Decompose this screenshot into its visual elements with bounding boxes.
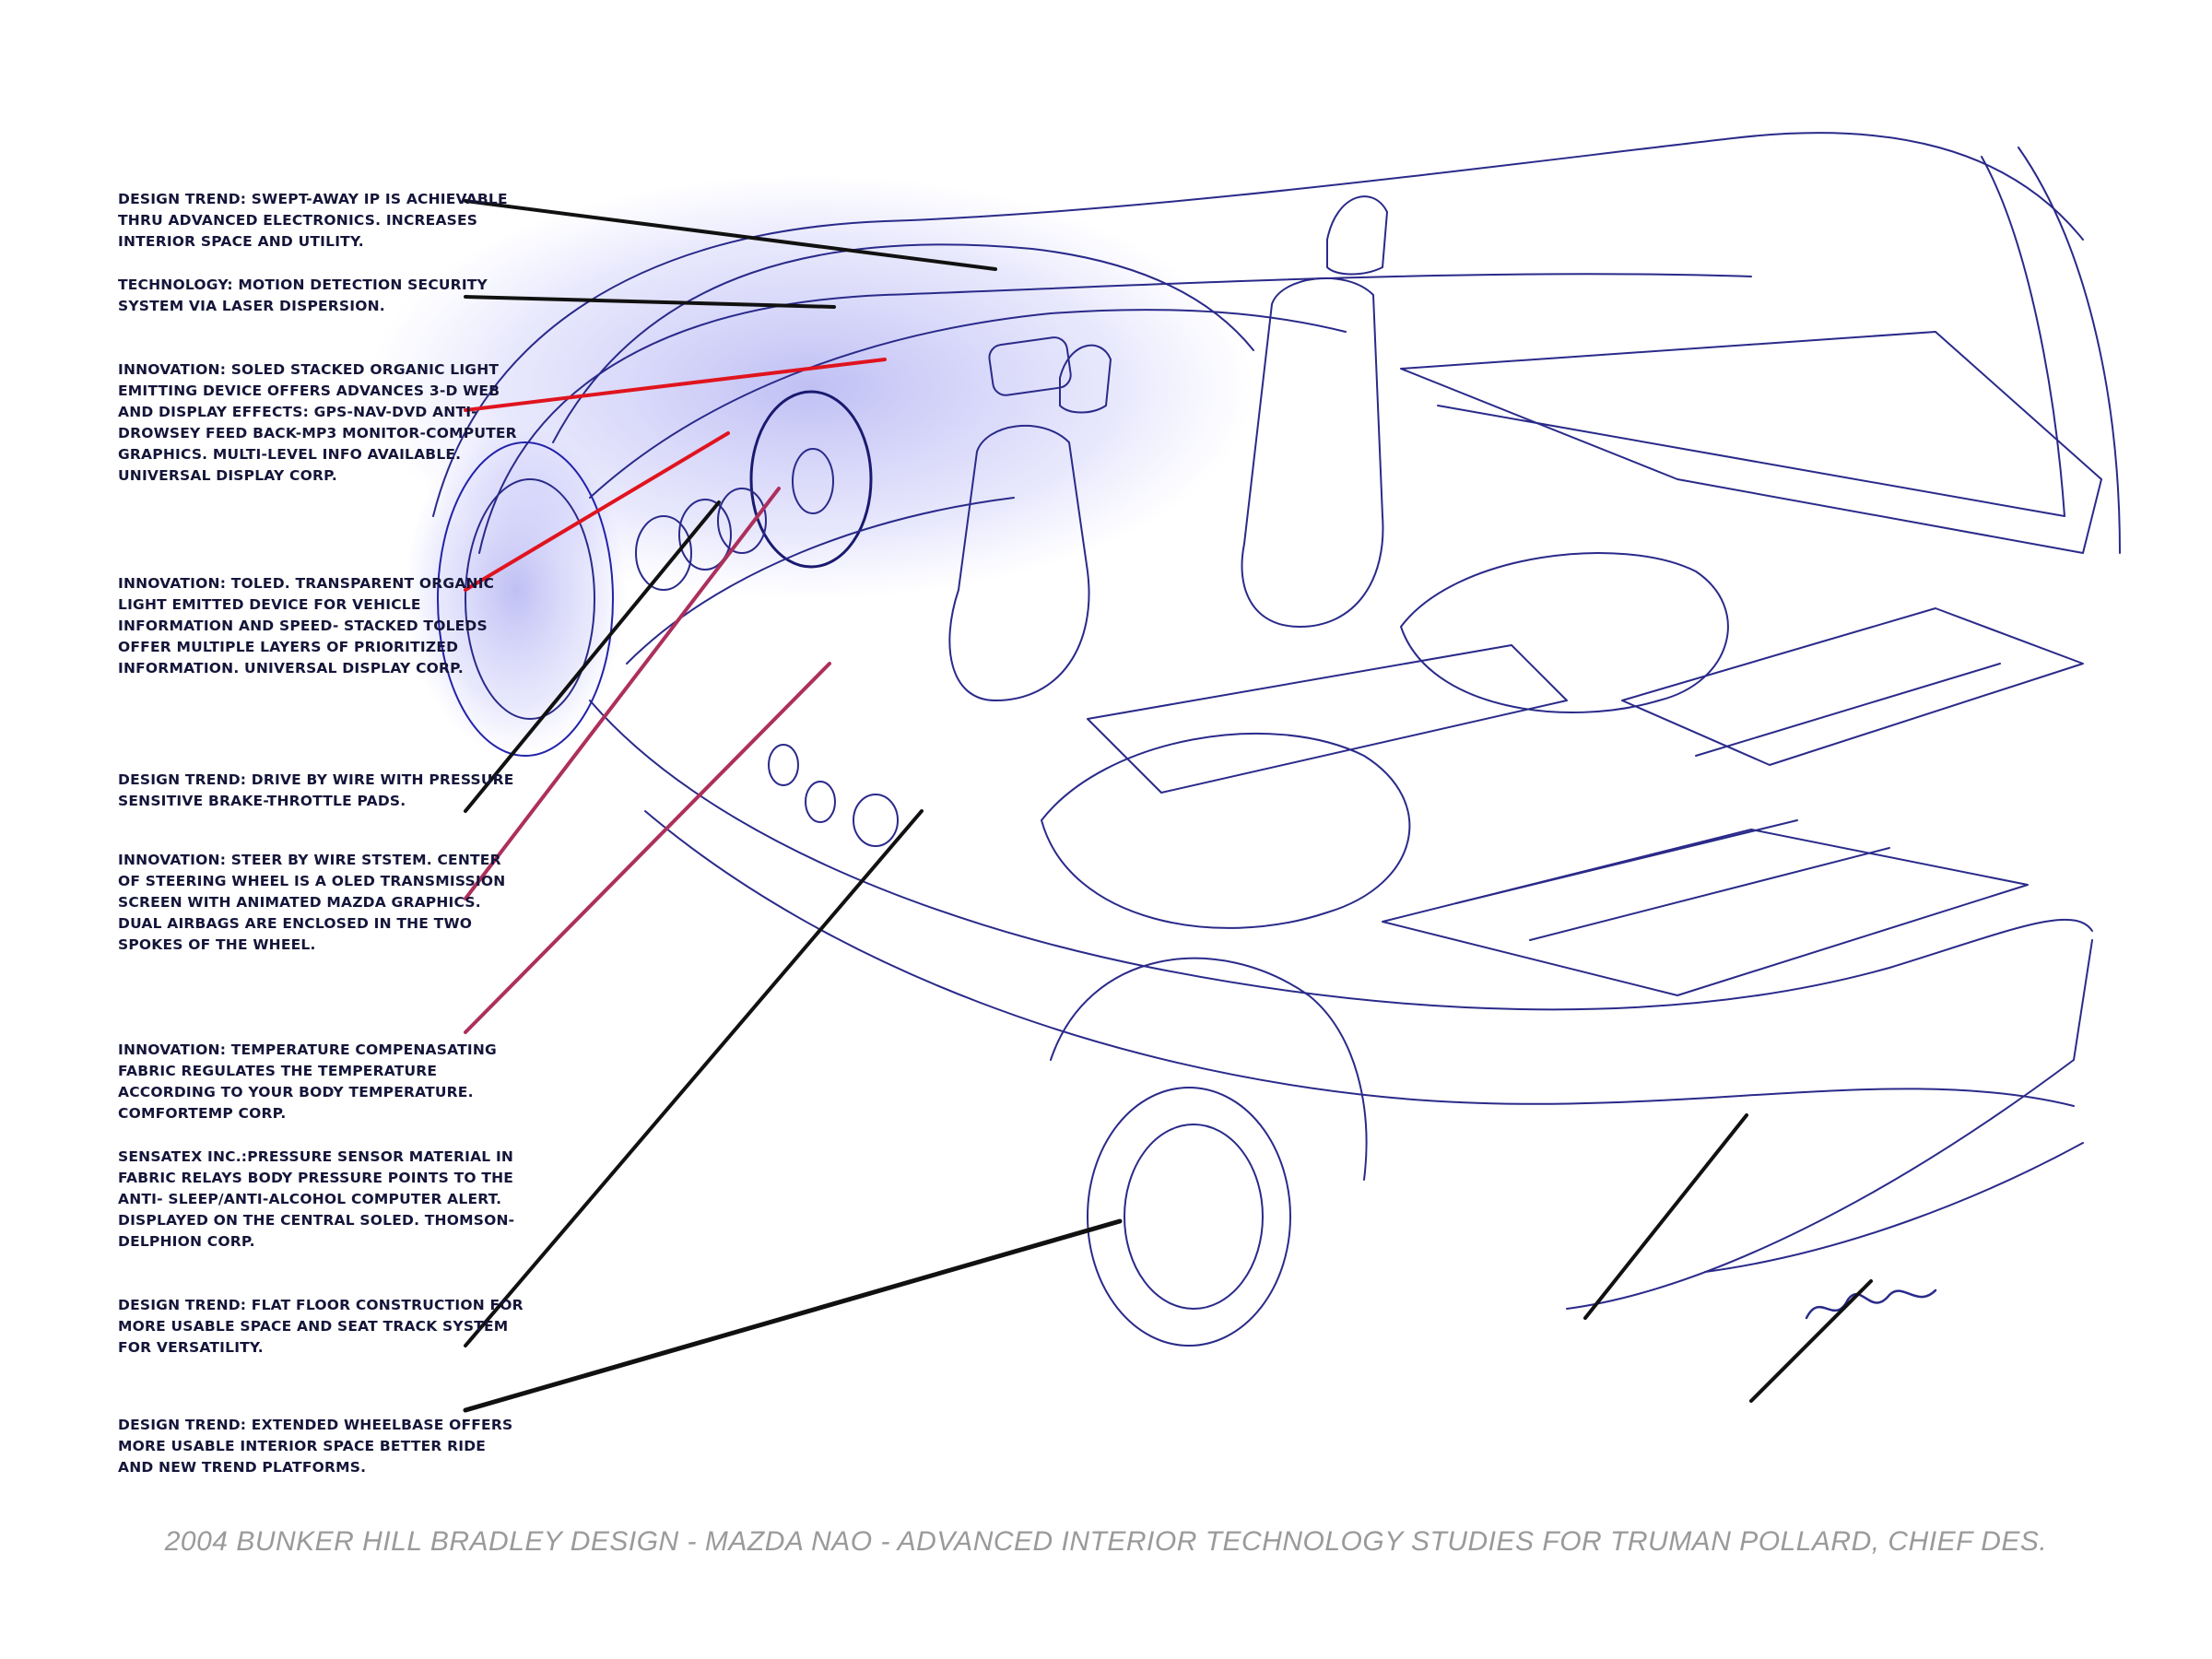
credit-caption: 2004 BUNKER HILL BRADLEY DESIGN - MAZDA … bbox=[164, 1526, 2048, 1557]
passenger-seat bbox=[1241, 276, 1384, 628]
body-outline bbox=[432, 132, 2084, 517]
leader-motion-detection bbox=[464, 295, 836, 309]
leader-toled bbox=[464, 431, 730, 592]
driver-headrest bbox=[1059, 344, 1112, 414]
annotation-text: TECHNOLOGY: MOTION DETECTION SECURITY SY… bbox=[118, 276, 488, 314]
leader-steer-by-wire bbox=[464, 487, 781, 900]
leader-extended-wheelbase bbox=[1583, 1113, 1748, 1320]
annotation-text: INNOVATION: STEER BY WIRE STSTEM. CENTER… bbox=[118, 852, 506, 953]
annotation-temperature-fabric: INNOVATION: TEMPERATURE COMPENASATING FA… bbox=[118, 1040, 524, 1124]
annotation-toled: INNOVATION: TOLED. TRANSPARENT ORGANIC L… bbox=[118, 573, 524, 679]
body-outline-inner bbox=[478, 273, 1752, 554]
steering-hub bbox=[792, 448, 834, 514]
gauge-right bbox=[717, 488, 767, 554]
pedal-3 bbox=[853, 794, 899, 847]
annotation-pressure-sensor: SENSATEX INC.:PRESSURE SENSOR MATERIAL I… bbox=[118, 1147, 524, 1253]
rear-quarter bbox=[1566, 939, 2093, 1310]
gauge-left bbox=[635, 515, 692, 591]
gauge-mid bbox=[678, 499, 732, 571]
rear-bumper bbox=[1704, 1142, 2084, 1273]
annotation-text: INNOVATION: SOLED STACKED ORGANIC LIGHT … bbox=[118, 361, 517, 484]
center-console bbox=[1087, 644, 1568, 794]
annotation-steer-by-wire: INNOVATION: STEER BY WIRE STSTEM. CENTER… bbox=[118, 850, 524, 956]
leader-temperature-fabric bbox=[464, 662, 831, 1034]
leader-pressure-sensor bbox=[464, 809, 924, 1347]
flat-floor bbox=[1382, 829, 2029, 996]
rearview-mirror bbox=[988, 336, 1072, 396]
annotation-extended-wheelbase: DESIGN TREND: EXTENDED WHEELBASE OFFERS … bbox=[118, 1415, 524, 1478]
driver-seat bbox=[948, 424, 1090, 701]
windshield-arc bbox=[552, 243, 1254, 443]
rear-wheel-inner bbox=[1124, 1124, 1264, 1310]
annotation-text: INNOVATION: TOLED. TRANSPARENT ORGANIC L… bbox=[118, 575, 495, 677]
passenger-headrest bbox=[1326, 195, 1388, 276]
annotation-text: DESIGN TREND: DRIVE BY WIRE WITH PRESSUR… bbox=[118, 771, 514, 809]
door-panel bbox=[1400, 331, 2102, 554]
lower-body-line bbox=[644, 810, 2075, 1107]
annotation-flat-floor: DESIGN TREND: FLAT FLOOR CONSTRUCTION FO… bbox=[118, 1295, 524, 1359]
annotation-text: DESIGN TREND: SWEPT-AWAY IP IS ACHIEVABL… bbox=[118, 191, 508, 250]
artist-signature bbox=[1805, 1288, 1937, 1320]
floor-rib-3 bbox=[1695, 663, 2001, 757]
rear-floor bbox=[1621, 607, 2084, 766]
annotation-text: INNOVATION: TEMPERATURE COMPENASATING FA… bbox=[118, 1041, 497, 1122]
pillar-edge bbox=[2018, 147, 2121, 554]
floor-rib-2 bbox=[1529, 847, 1890, 941]
leader-extended-wheelbase-2 bbox=[1749, 1279, 1873, 1403]
door-trim bbox=[1437, 405, 2065, 517]
floor-rib-1 bbox=[1455, 819, 1798, 904]
rear-fender bbox=[1050, 957, 1368, 1181]
annotation-drive-by-wire: DESIGN TREND: DRIVE BY WIRE WITH PRESSUR… bbox=[118, 770, 524, 812]
driver-cushion bbox=[1041, 732, 1411, 929]
annotation-swept-away-ip: DESIGN TREND: SWEPT-AWAY IP IS ACHIEVABL… bbox=[118, 189, 524, 253]
pedal-1 bbox=[768, 744, 799, 786]
pedal-2 bbox=[805, 781, 836, 823]
passenger-cushion bbox=[1400, 552, 1729, 713]
annotation-text: DESIGN TREND: FLAT FLOOR CONSTRUCTION FO… bbox=[118, 1297, 524, 1356]
front-wheel-inner bbox=[465, 478, 595, 720]
annotation-motion-detection: TECHNOLOGY: MOTION DETECTION SECURITY SY… bbox=[118, 275, 524, 317]
dashboard-top bbox=[589, 309, 1347, 499]
leader-soled bbox=[464, 358, 887, 412]
steering-wheel bbox=[749, 390, 873, 569]
b-pillar bbox=[1981, 156, 2065, 517]
dashboard-lower bbox=[626, 497, 1015, 665]
leader-drive-by-wire bbox=[464, 500, 721, 813]
leader-swept-away-ip bbox=[464, 199, 997, 271]
sill-line bbox=[589, 700, 2093, 1011]
front-wheel bbox=[437, 441, 614, 757]
annotation-soled: INNOVATION: SOLED STACKED ORGANIC LIGHT … bbox=[118, 359, 524, 487]
leader-flat-floor bbox=[463, 1218, 1123, 1413]
rear-wheel bbox=[1087, 1087, 1291, 1347]
annotation-text: DESIGN TREND: EXTENDED WHEELBASE OFFERS … bbox=[118, 1417, 513, 1476]
annotation-text: SENSATEX INC.:PRESSURE SENSOR MATERIAL I… bbox=[118, 1148, 515, 1250]
